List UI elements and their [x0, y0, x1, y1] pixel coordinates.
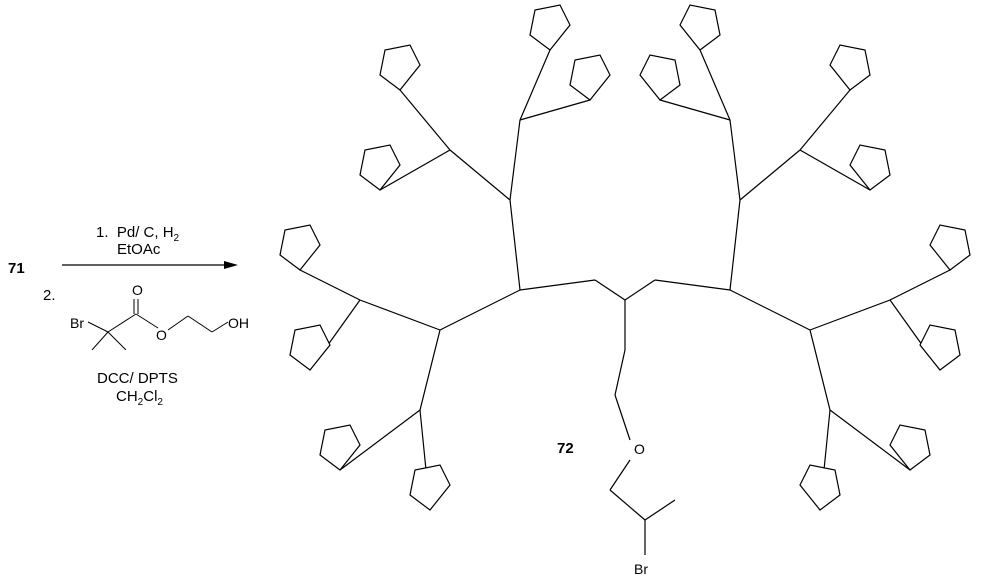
product-label: 72: [557, 440, 574, 457]
reactant-label: 71: [8, 260, 25, 277]
product-structure: O Br: [279, 4, 971, 577]
solvent-sub2: 2: [157, 397, 163, 408]
step1-reagents: Pd/ C, H: [116, 224, 174, 241]
step2-solvent: CH2Cl2: [116, 388, 163, 408]
solvent-cl: Cl: [143, 388, 158, 405]
reagent-oh: OH: [228, 315, 249, 331]
step2-number: 2.: [43, 287, 56, 304]
core-ester-o: O: [634, 441, 645, 457]
reagent-carbonyl-o: O: [132, 282, 143, 298]
reagent-ester-o: O: [156, 327, 167, 343]
solvent-sub1: 2: [137, 397, 144, 408]
reaction-arrow: [62, 261, 238, 269]
step1-solvent: EtOAc: [117, 241, 161, 258]
step1-reagents-sub: 2: [173, 233, 180, 244]
step2-coupling: DCC/ DPTS: [97, 370, 178, 387]
core-br: Br: [634, 561, 648, 577]
step1-conditions: 1. Pd/ C, H2: [96, 224, 179, 244]
reagent-br: Br: [70, 315, 84, 331]
solvent-ch: CH: [116, 388, 138, 405]
step1-number: 1.: [96, 224, 109, 241]
step2-reagent-structure: O Br O OH: [70, 282, 249, 350]
